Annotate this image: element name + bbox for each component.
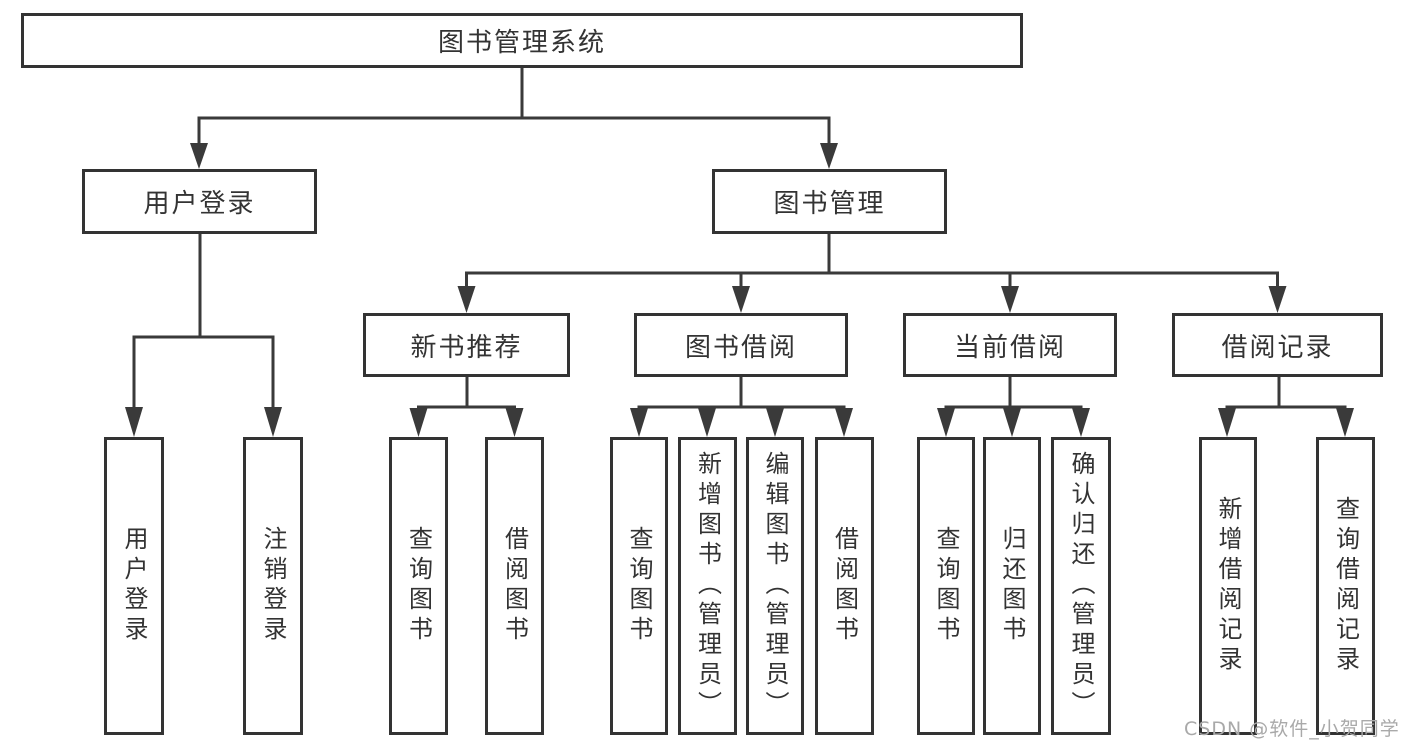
leaf-borrow-book-1-label: 借阅图书 xyxy=(500,526,529,646)
node-current-borrow-label: 当前借阅 xyxy=(953,332,1066,363)
watermark-text: CSDN @软件_小贺同学 xyxy=(1184,718,1400,740)
leaf-confirm-return-admin: 确认归还（管理员） xyxy=(1051,437,1111,735)
leaf-query-book-1: 查询图书 xyxy=(389,437,448,735)
node-borrow-records: 借阅记录 xyxy=(1172,313,1383,377)
node-new-book-recommend: 新书推荐 xyxy=(363,313,570,377)
leaf-logout: 注销登录 xyxy=(243,437,303,735)
leaf-logout-label: 注销登录 xyxy=(259,526,287,646)
leaf-add-borrow-record-label: 新增借阅记录 xyxy=(1214,496,1242,676)
leaf-query-book-3-label: 查询图书 xyxy=(932,526,960,646)
leaf-query-book-2: 查询图书 xyxy=(610,437,668,735)
leaf-query-book-2-label: 查询图书 xyxy=(625,526,653,646)
node-book-management: 图书管理 xyxy=(712,169,947,234)
node-borrow-records-label: 借阅记录 xyxy=(1221,332,1334,363)
leaf-borrow-book-2: 借阅图书 xyxy=(815,437,874,735)
leaf-edit-book-admin: 编辑图书（管理员） xyxy=(746,437,804,735)
leaf-user-login: 用户登录 xyxy=(104,437,164,735)
leaf-query-borrow-record-label: 查询借阅记录 xyxy=(1331,496,1360,676)
leaf-confirm-return-admin-label: 确认归还（管理员） xyxy=(1067,451,1095,721)
leaf-return-book-label: 归还图书 xyxy=(998,526,1026,646)
leaf-add-borrow-record: 新增借阅记录 xyxy=(1199,437,1257,735)
node-root-label: 图书管理系统 xyxy=(437,28,606,58)
node-user-login: 用户登录 xyxy=(82,169,317,234)
leaf-user-login-label: 用户登录 xyxy=(120,526,148,646)
leaf-add-book-admin: 新增图书（管理员） xyxy=(678,437,737,735)
leaf-borrow-book-2-label: 借阅图书 xyxy=(830,526,859,646)
leaf-query-book-3: 查询图书 xyxy=(917,437,975,735)
leaf-return-book: 归还图书 xyxy=(983,437,1041,735)
leaf-add-book-admin-label: 新增图书（管理员） xyxy=(693,451,722,721)
node-root-system: 图书管理系统 xyxy=(21,13,1023,68)
leaf-query-borrow-record: 查询借阅记录 xyxy=(1316,437,1375,735)
node-book-management-label: 图书管理 xyxy=(773,189,886,219)
node-current-borrow: 当前借阅 xyxy=(903,313,1117,377)
node-new-book-recommend-label: 新书推荐 xyxy=(410,332,523,363)
node-book-borrow: 图书借阅 xyxy=(634,313,848,377)
node-user-login-label: 用户登录 xyxy=(143,189,256,219)
node-book-borrow-label: 图书借阅 xyxy=(684,332,797,363)
leaf-borrow-book-1: 借阅图书 xyxy=(485,437,544,735)
leaf-query-book-1-label: 查询图书 xyxy=(404,526,433,646)
leaf-edit-book-admin-label: 编辑图书（管理员） xyxy=(761,451,789,721)
